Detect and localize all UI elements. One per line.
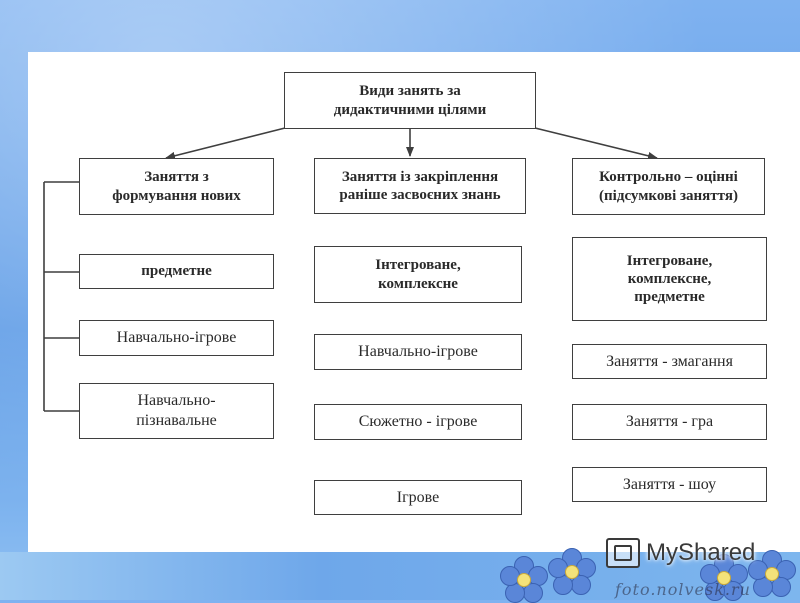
item-col1-1: предметне — [79, 254, 274, 289]
forget-me-not-flower-icon — [748, 550, 796, 597]
item-line: комплексне, — [627, 270, 712, 287]
item-line: Навчально-ігрове — [358, 343, 478, 361]
header-line: формування нових — [112, 187, 241, 204]
root-line: дидактичними цілями — [333, 101, 487, 118]
item-line: Інтегроване, — [626, 252, 713, 269]
root-box: Види занять за дидактичними цілями — [284, 72, 536, 129]
projector-screen-icon — [606, 538, 640, 568]
logo-text: MyShared — [646, 539, 756, 566]
item-line: Навчально- — [137, 392, 216, 410]
item-line: Ігрове — [396, 488, 440, 506]
item-col1-2: Навчально-ігрове — [79, 320, 274, 356]
header-line: Заняття з — [144, 169, 209, 186]
item-line: Заняття - шоу — [622, 475, 717, 493]
footer-strip — [0, 552, 800, 600]
item-col3-1: Інтегроване, комплексне, предметне — [572, 237, 767, 321]
item-line: Сюжетно - ігрове — [358, 413, 478, 431]
column-header-control: Контрольно – оцінні (підсумкові заняття) — [572, 158, 765, 215]
column-header-new-knowledge: Заняття з формування нових — [79, 158, 274, 215]
item-col3-3: Заняття - гра — [572, 404, 767, 440]
item-col1-3: Навчально- пізнавальне — [79, 383, 274, 439]
item-col2-2: Навчально-ігрове — [314, 334, 522, 370]
item-col3-4: Заняття - шоу — [572, 467, 767, 502]
item-col2-4: Ігрове — [314, 480, 522, 515]
forget-me-not-flower-icon — [500, 556, 548, 603]
column-header-consolidation: Заняття із закріплення раніше засвоєних … — [314, 158, 526, 214]
forget-me-not-flower-icon — [548, 548, 596, 595]
item-col2-1: Інтегроване, комплексне — [314, 246, 522, 303]
watermark-text: foto.nolvesk.ru — [615, 580, 751, 599]
arrow-root-to-col3 — [534, 127, 658, 160]
myshared-logo: MyShared — [606, 534, 755, 572]
root-line: Види занять за — [359, 83, 461, 100]
header-line: Заняття із закріплення — [341, 168, 499, 185]
forget-me-not-flower-icon — [700, 554, 748, 601]
item-line: Навчально-ігрове — [116, 329, 237, 347]
item-line: предметне — [634, 289, 705, 306]
arrow-root-to-col1 — [165, 127, 286, 160]
item-line: Інтегроване, — [375, 257, 461, 274]
item-line: комплексне — [378, 275, 458, 292]
item-line: пізнавальне — [136, 412, 217, 429]
item-col3-2: Заняття - змагання — [572, 344, 767, 379]
header-line: раніше засвоєних знань — [339, 187, 501, 203]
header-line: (підсумкові заняття) — [599, 187, 738, 204]
header-line: Контрольно – оцінні — [599, 169, 738, 186]
item-line: предметне — [141, 263, 212, 280]
item-line: Заняття - змагання — [606, 352, 733, 370]
item-col2-3: Сюжетно - ігрове — [314, 404, 522, 440]
item-line: Заняття - гра — [625, 413, 714, 431]
